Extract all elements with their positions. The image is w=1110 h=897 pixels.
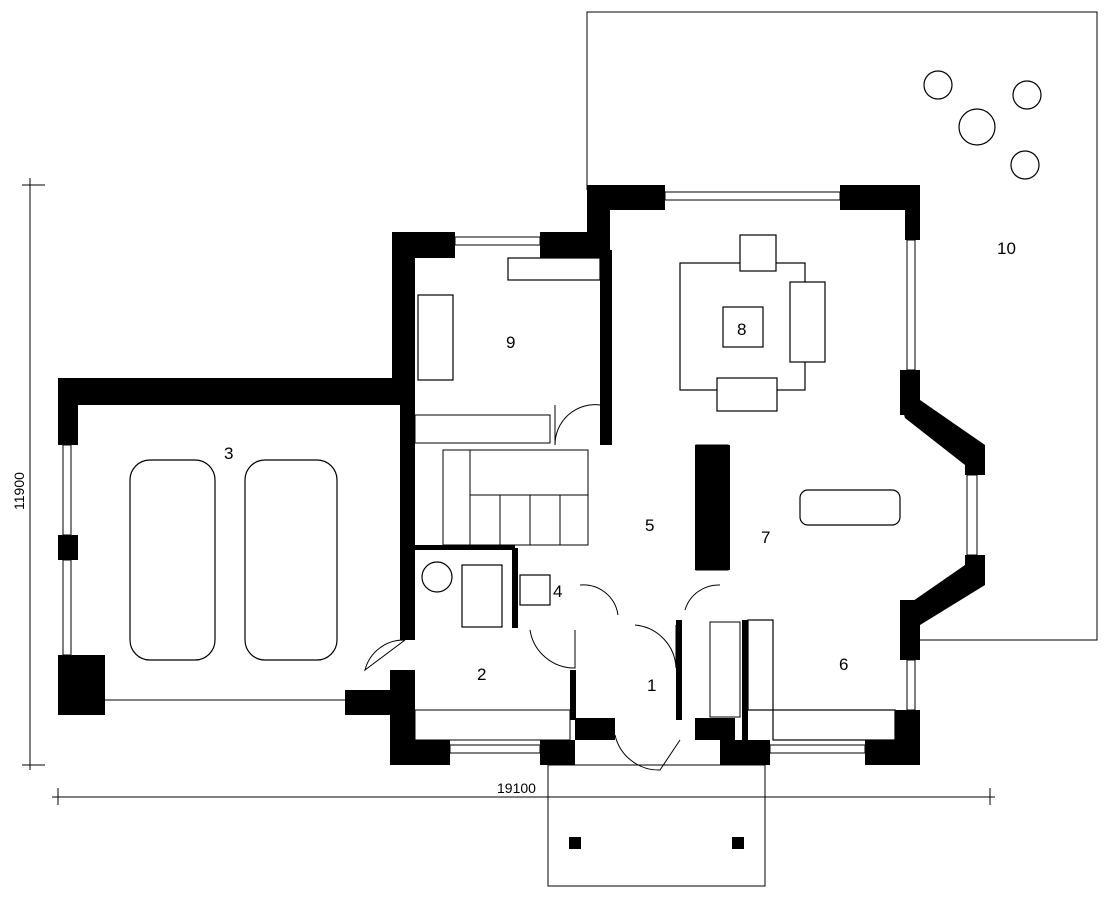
room-label-4: 4: [553, 582, 562, 601]
room-label-10: 10: [997, 239, 1016, 258]
porch-column-left: [569, 837, 581, 849]
dimension-horizontal: 19100: [52, 780, 995, 805]
room-label-2: 2: [477, 665, 486, 684]
dimension-width-label: 19100: [497, 780, 536, 796]
room-label-5: 5: [645, 516, 654, 535]
room-label-8: 8: [737, 320, 746, 339]
dimension-vertical: 11900: [11, 178, 45, 770]
room-label-9: 9: [506, 333, 515, 352]
room-label-6: 6: [839, 655, 848, 674]
room-label-7: 7: [761, 528, 770, 547]
dimension-height-label: 11900: [11, 472, 27, 510]
staircase: [442, 449, 589, 546]
terrace-table-set: [923, 70, 1042, 180]
porch-column-right: [732, 837, 744, 849]
doors: [364, 404, 721, 771]
furniture: [129, 234, 901, 741]
room-label-3: 3: [224, 444, 233, 463]
porch-outline: [547, 764, 766, 887]
terrace-outline: [586, 11, 1098, 641]
wardrobes: [414, 414, 741, 741]
windows: [62, 191, 978, 754]
room-label-1: 1: [647, 676, 656, 695]
